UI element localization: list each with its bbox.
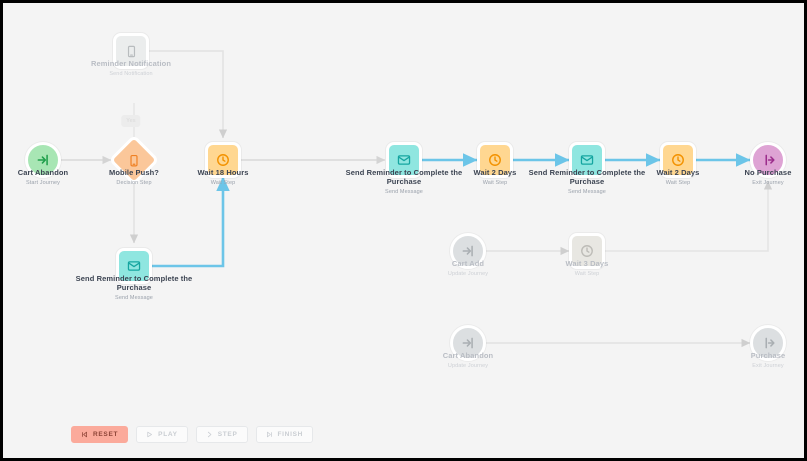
node-shape-circle bbox=[750, 325, 786, 361]
chevron-right-icon bbox=[206, 431, 213, 438]
node-shape-square bbox=[569, 142, 605, 178]
node-shape-diamond bbox=[108, 134, 160, 186]
clock-icon bbox=[671, 153, 685, 167]
mobile-icon bbox=[125, 45, 138, 58]
skip-forward-icon bbox=[266, 431, 273, 438]
play-button-label: PLAY bbox=[158, 431, 178, 438]
node-shape-circle bbox=[450, 233, 486, 269]
node-shape-square bbox=[477, 142, 513, 178]
step-button[interactable]: STEP bbox=[195, 426, 248, 443]
envelope-icon bbox=[397, 153, 411, 167]
reset-button-label: RESET bbox=[93, 431, 119, 438]
step-button-label: STEP bbox=[217, 431, 238, 438]
clock-icon bbox=[488, 153, 502, 167]
reset-button[interactable]: RESET bbox=[71, 426, 129, 443]
node-shape-square bbox=[116, 248, 152, 284]
exit-icon bbox=[761, 153, 775, 167]
edge-badge: Yes bbox=[121, 115, 141, 127]
finish-button[interactable]: FINISH bbox=[255, 426, 314, 443]
clock-icon bbox=[216, 153, 230, 167]
play-button[interactable]: PLAY bbox=[136, 426, 188, 443]
edge-layer bbox=[61, 50, 773, 348]
node-shape-circle bbox=[25, 142, 61, 178]
node-shape-square bbox=[113, 33, 149, 69]
enter-icon bbox=[461, 336, 475, 350]
node-shape-circle bbox=[750, 142, 786, 178]
node-shape-square bbox=[205, 142, 241, 178]
enter-icon bbox=[461, 244, 475, 258]
journey-node-mobile-push-decision[interactable]: Mobile Push?Decision Step bbox=[108, 134, 160, 186]
clock-icon bbox=[580, 244, 594, 258]
exit-icon bbox=[761, 336, 775, 350]
node-shape-square bbox=[569, 233, 605, 269]
skip-back-icon bbox=[81, 431, 88, 438]
node-shape-square bbox=[660, 142, 696, 178]
enter-icon bbox=[36, 153, 50, 167]
finish-button-label: FINISH bbox=[277, 431, 304, 438]
mobile-icon bbox=[128, 154, 141, 167]
node-shape-circle bbox=[450, 325, 486, 361]
node-shape-square bbox=[386, 142, 422, 178]
envelope-icon bbox=[580, 153, 594, 167]
envelope-icon bbox=[127, 259, 141, 273]
play-icon bbox=[146, 431, 153, 438]
playback-toolbar[interactable]: RESET PLAY STEP FINISH bbox=[71, 426, 314, 443]
